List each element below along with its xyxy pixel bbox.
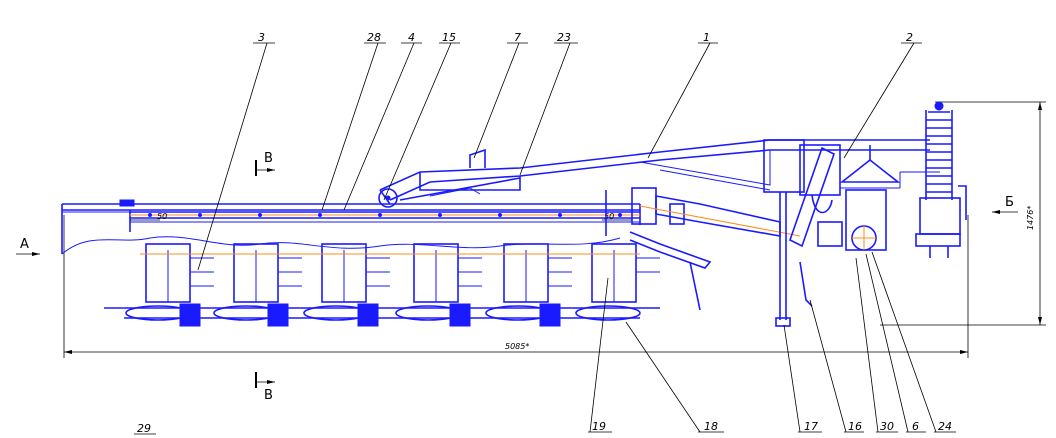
part-label-16: 16 xyxy=(848,420,862,433)
part-label-30: 30 xyxy=(880,420,894,433)
dimension-height-text: 1476* xyxy=(1026,206,1035,230)
dimension-gap-right: 50 xyxy=(602,212,632,221)
dimension-gap-right-text: 50 xyxy=(604,212,614,221)
view-arrow-a: А xyxy=(16,237,40,256)
part-label-15: 15 xyxy=(442,31,456,44)
cutter-discs xyxy=(104,243,660,327)
cutter-beam xyxy=(61,199,641,255)
transmission-shaft xyxy=(605,187,801,311)
part-label-18: 18 xyxy=(704,420,718,433)
section-mark-v-bottom: В xyxy=(255,372,275,403)
view-b-label: Б xyxy=(1005,195,1014,210)
part-label-4: 4 xyxy=(408,31,415,44)
leader-lines xyxy=(134,42,956,435)
section-v-bottom-label: В xyxy=(264,388,273,403)
dimension-overall-length: 5085* xyxy=(63,215,969,358)
drawbar-frame xyxy=(378,139,930,208)
section-mark-v-top: В xyxy=(255,151,275,176)
part-label-19: 19 xyxy=(592,420,606,433)
part-label-1: 1 xyxy=(703,31,710,44)
section-v-top-label: В xyxy=(264,151,273,166)
part-label-3: 3 xyxy=(258,31,265,44)
dimension-gap-left-text: 50 xyxy=(157,212,167,221)
part-label-23: 23 xyxy=(557,31,571,44)
hitch-frame xyxy=(763,139,940,327)
view-a-label: А xyxy=(20,237,29,252)
view-arrow-b: Б xyxy=(992,195,1018,214)
spring-assembly xyxy=(915,101,967,258)
part-label-24: 24 xyxy=(938,420,952,433)
part-label-2: 2 xyxy=(906,31,913,44)
dimension-overall-length-text: 5085* xyxy=(505,342,529,351)
dimension-gap-left: 50 xyxy=(130,212,167,221)
part-label-29: 29 xyxy=(137,422,151,435)
part-label-6: 6 xyxy=(912,420,919,433)
part-label-7: 7 xyxy=(514,31,521,44)
part-label-28: 28 xyxy=(367,31,381,44)
part-label-17: 17 xyxy=(804,420,818,433)
dimension-height: 1476* xyxy=(880,101,1046,326)
